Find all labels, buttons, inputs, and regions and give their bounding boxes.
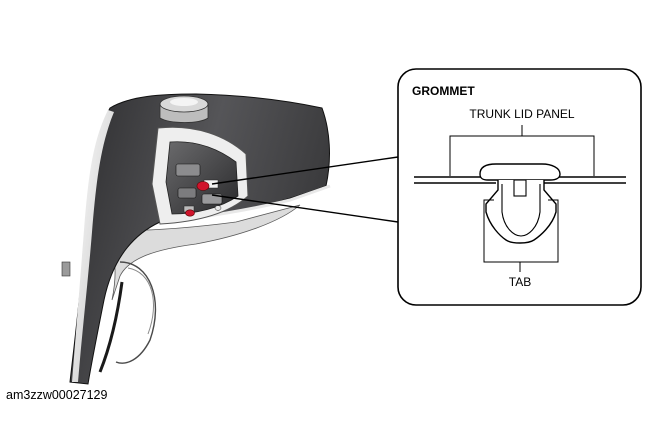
grommet-marker-lower: [185, 209, 195, 217]
lower-flange: [99, 204, 301, 301]
side-stub: [61, 261, 71, 277]
strap-ring-inner: [127, 267, 155, 335]
panel-label: TRUNK LID PANEL: [469, 107, 574, 121]
callout-lines: [211, 156, 399, 223]
clip-hole: [214, 205, 222, 211]
trunk-lid-panel: [414, 176, 626, 184]
bracket-top: [175, 163, 201, 177]
cap-knob: [159, 95, 209, 123]
bracket-low: [201, 193, 223, 205]
grommet-marker-upper: [196, 181, 210, 191]
tab-slot: [513, 179, 527, 197]
tab-label: TAB: [509, 275, 531, 289]
bracket-mid: [177, 187, 197, 199]
callout-line-upper: [211, 156, 399, 185]
tab-bracket: [483, 199, 559, 263]
shell-rim: [72, 110, 114, 382]
strap-ring: [115, 261, 157, 364]
detail-panel: GROMMET TRUNK LID PANEL TAB: [397, 68, 642, 306]
strap: [98, 281, 124, 373]
spoiler-illustration: [61, 93, 331, 385]
callout-line-lower: [211, 194, 399, 223]
grommet-section: [479, 163, 561, 244]
detail-title: GROMMET: [412, 84, 475, 98]
document-id: am3zzw00027129: [6, 388, 108, 402]
